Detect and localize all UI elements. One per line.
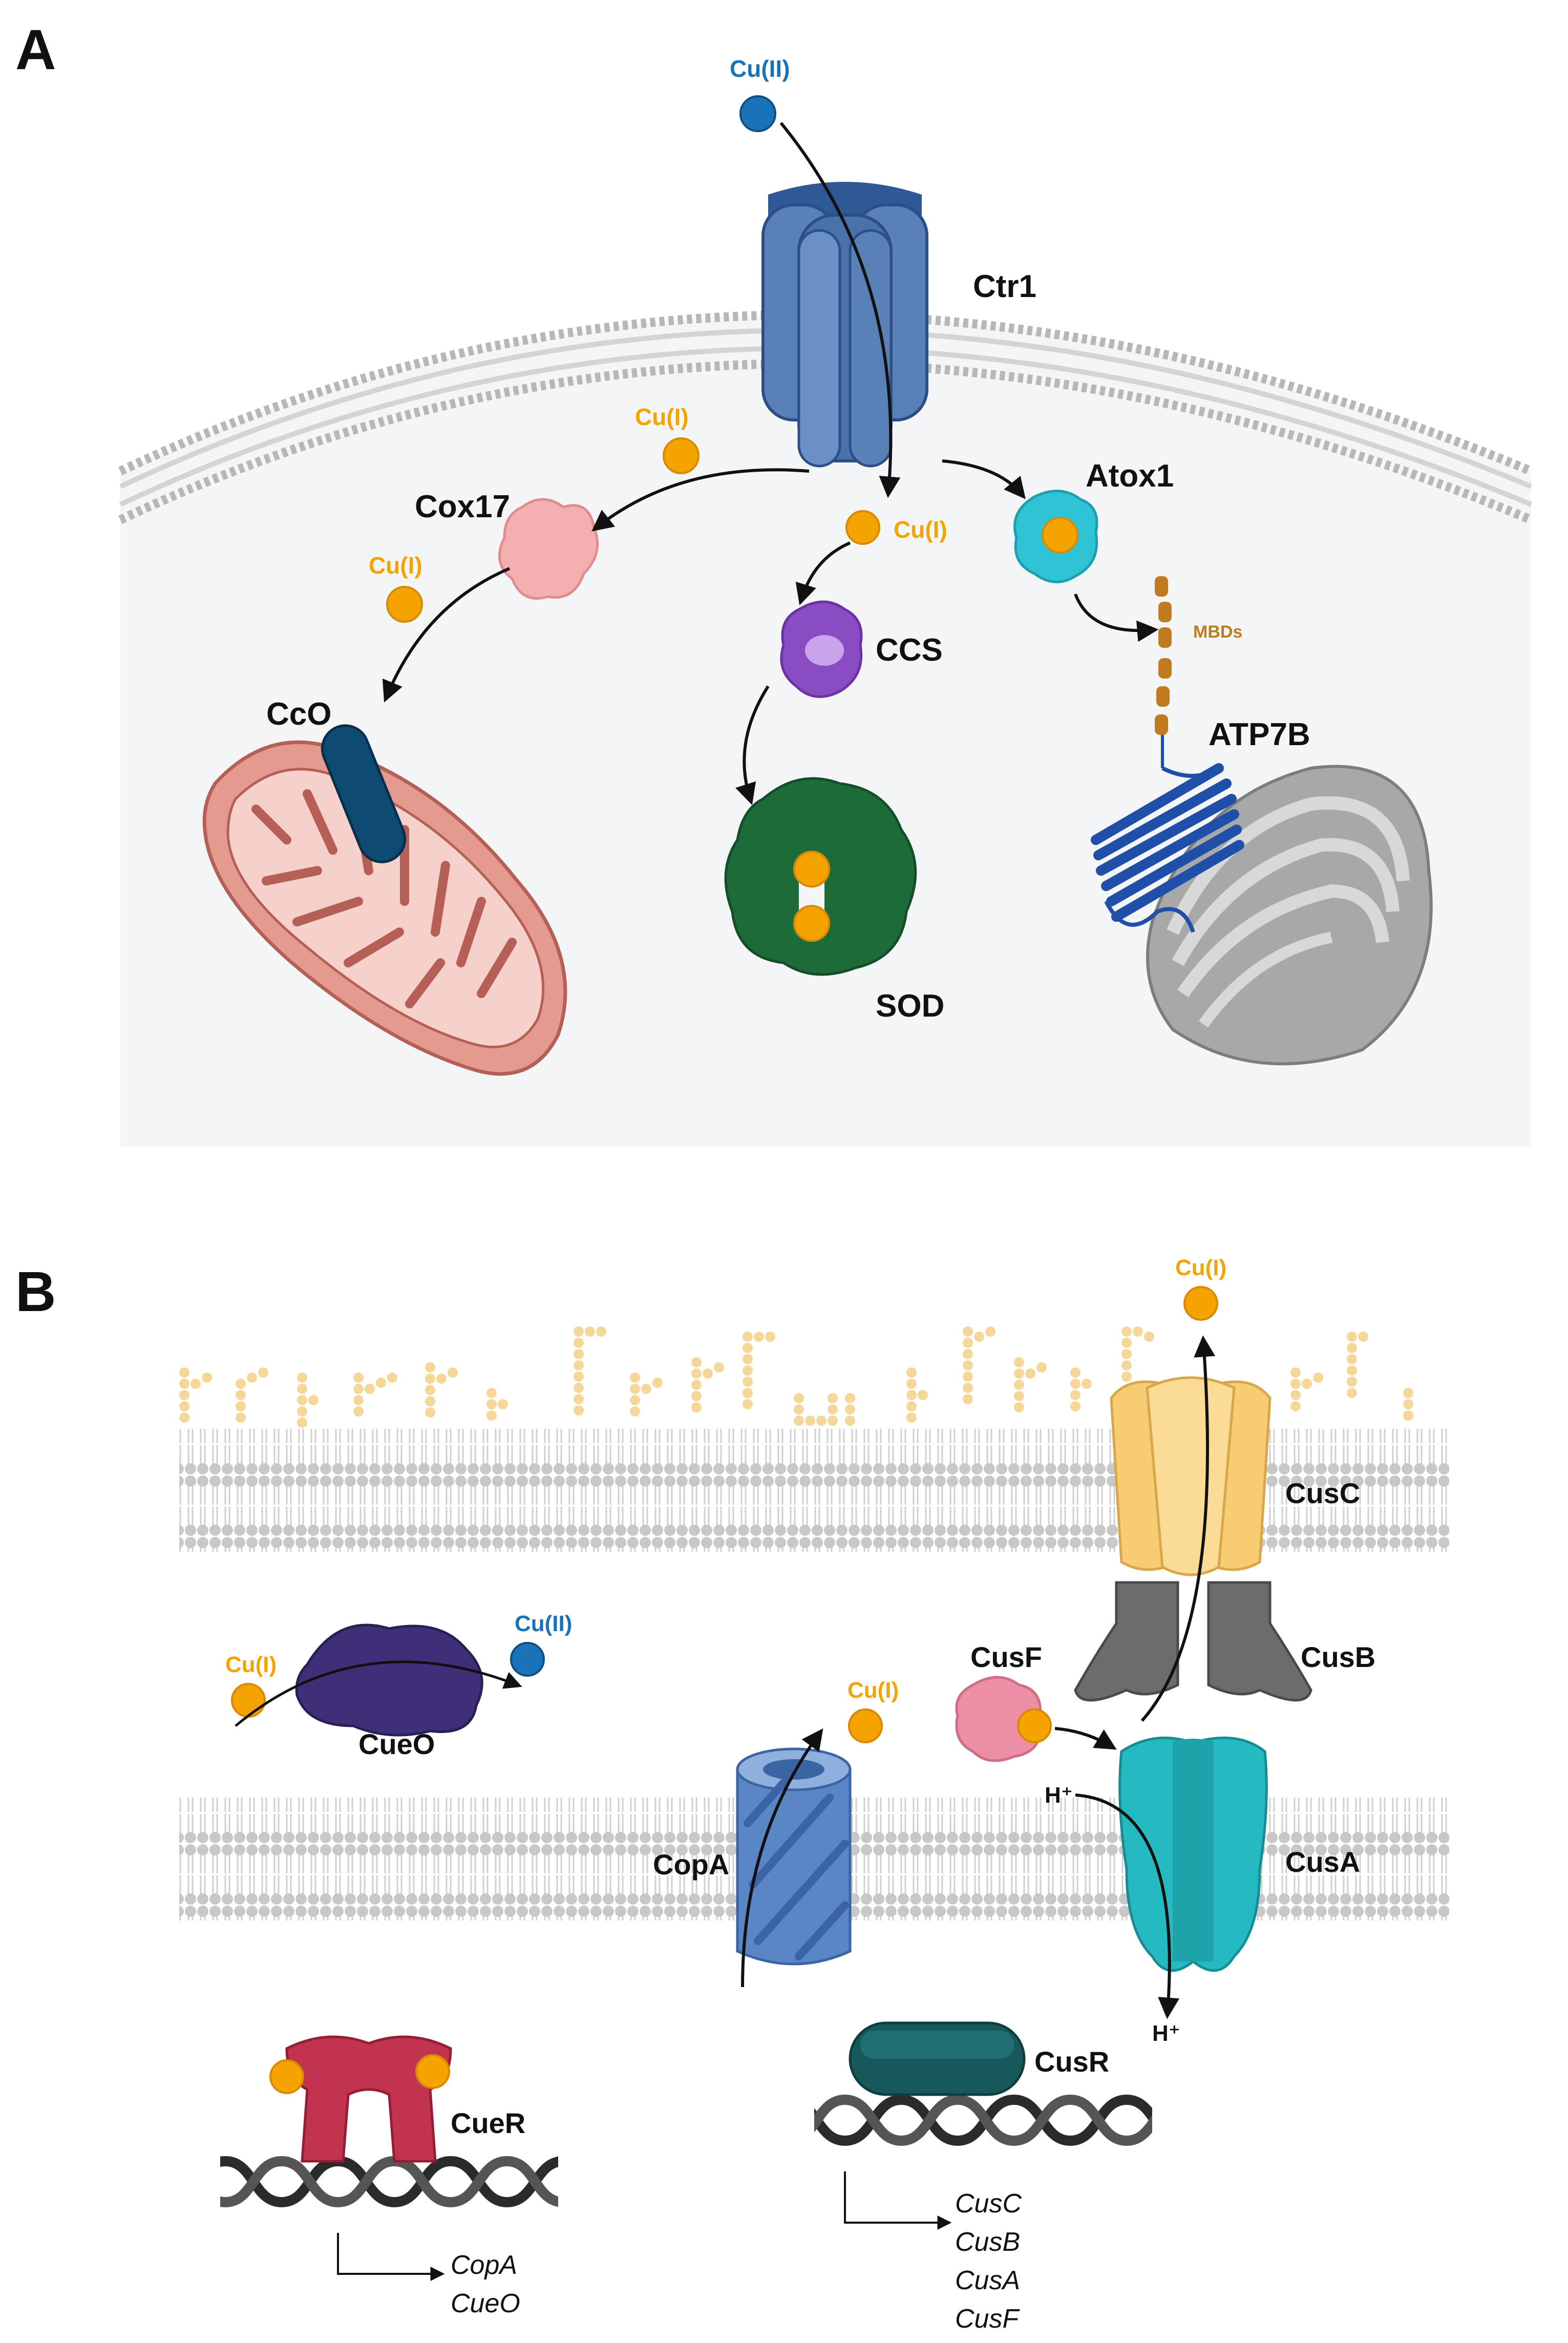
cu-i-ion xyxy=(386,586,423,623)
cu-i-ion xyxy=(845,510,880,545)
panel-b: B xyxy=(15,1255,1449,2334)
cusb-adaptor xyxy=(1074,1581,1312,1702)
arrow-ccs-to-sod xyxy=(735,685,770,806)
gene-cueo: CueO xyxy=(451,2289,520,2318)
mitochondrion xyxy=(202,740,567,1076)
panel-b-letter: B xyxy=(15,1260,56,1323)
gene-cusf: CusF xyxy=(955,2304,1020,2334)
cu-ii-label: Cu(II) xyxy=(730,55,790,82)
arrow-cus-transcription xyxy=(844,2171,952,2230)
arrow-cueo-oxidation xyxy=(235,1660,522,1727)
cuer-regulator xyxy=(269,2035,452,2163)
cueo-label: CueO xyxy=(358,1728,435,1760)
arrow-to-atox1 xyxy=(942,459,1026,499)
cu-i-ion xyxy=(848,1708,883,1743)
arrow-atox1-to-atp7b xyxy=(1074,593,1159,642)
atox1-label: Atox1 xyxy=(1086,458,1174,494)
cu-ii-ion xyxy=(510,1642,545,1677)
cu-i-copa-label: Cu(I) xyxy=(847,1678,899,1703)
mbds-label: MBDs xyxy=(1193,622,1242,642)
copa-atpase xyxy=(736,1747,852,1966)
cu-ii-cueo-label: Cu(II) xyxy=(515,1611,572,1636)
atox1-protein xyxy=(1013,490,1098,583)
sod-label: SOD xyxy=(876,988,944,1024)
gene-copa: CopA xyxy=(451,2250,517,2280)
cox17-protein xyxy=(498,498,599,600)
gene-cusc: CusC xyxy=(955,2189,1022,2219)
cusf-label: CusF xyxy=(970,1641,1042,1673)
cu-ii-ion xyxy=(739,95,776,132)
cusc-label: CusC xyxy=(1285,1477,1360,1509)
cu-i-cueo-label: Cu(I) xyxy=(225,1652,277,1677)
ccs-protein xyxy=(780,600,863,698)
cue-gene-list: CopA CueO xyxy=(451,2250,520,2318)
gene-cusb: CusB xyxy=(955,2227,1020,2257)
arrow-cusf-to-cusb xyxy=(1054,1727,1117,1750)
cox17-label: Cox17 xyxy=(415,489,510,524)
cusa-label: CusA xyxy=(1285,1846,1360,1878)
h-plus-top-label: H⁺ xyxy=(1045,1783,1073,1808)
dna-cuer xyxy=(220,2151,558,2212)
arrow-cue-transcription xyxy=(337,2233,445,2281)
ccs-label: CCS xyxy=(876,632,943,668)
arrow-cox17-to-cco xyxy=(382,567,511,703)
cusc-channel xyxy=(1110,1376,1272,1576)
panel-a: A Ctr1 Cu(II) Cu(I) Cu(I) Cu(I) xyxy=(15,18,1533,1147)
arrow-copa-export xyxy=(741,1728,823,1988)
lps-layer xyxy=(179,1326,1413,1428)
cus-gene-list: CusC CusB CusA CusF xyxy=(955,2189,1022,2334)
cueo-oxidase xyxy=(295,1623,483,1737)
cusb-label: CusB xyxy=(1301,1641,1375,1673)
golgi-apparatus xyxy=(1146,765,1433,1066)
cu-i-ion xyxy=(1183,1286,1218,1321)
cu-i-ion xyxy=(663,437,700,474)
cusr-regulator xyxy=(849,2021,1026,2096)
copa-label: CopA xyxy=(653,1848,729,1881)
cusr-label: CusR xyxy=(1034,2045,1109,2078)
ctr1-label: Ctr1 xyxy=(973,269,1036,304)
cusa-pump xyxy=(1118,1736,1268,1972)
arrow-proton xyxy=(1075,1793,1180,2019)
arrow-ctr1-import xyxy=(779,122,901,498)
cuer-label: CueR xyxy=(451,2107,525,2139)
cusf-chaperone xyxy=(955,1676,1052,1762)
mbds-chain xyxy=(1155,576,1172,768)
cu-i-top-label: Cu(I) xyxy=(1175,1255,1226,1280)
gene-cusa: CusA xyxy=(955,2266,1020,2295)
dna-cusr xyxy=(814,2089,1152,2151)
panel-a-letter: A xyxy=(15,18,56,81)
arrow-to-ccs xyxy=(795,541,851,606)
cco-complex xyxy=(321,724,407,863)
h-plus-bottom-label: H⁺ xyxy=(1152,2021,1180,2046)
cco-label: CcO xyxy=(266,696,331,732)
atp7b-label: ATP7B xyxy=(1209,717,1310,752)
cu-i-left-label: Cu(I) xyxy=(635,404,689,430)
cu-i-ion xyxy=(231,1683,266,1718)
arrow-to-cox17 xyxy=(591,468,810,532)
sod-protein xyxy=(724,777,917,976)
cu-i-lower-left-label: Cu(I) xyxy=(369,552,422,579)
arrow-cus-efflux xyxy=(1140,1335,1216,1722)
atp7b-transporter xyxy=(1091,763,1244,933)
cu-i-center-label: Cu(I) xyxy=(894,516,947,543)
